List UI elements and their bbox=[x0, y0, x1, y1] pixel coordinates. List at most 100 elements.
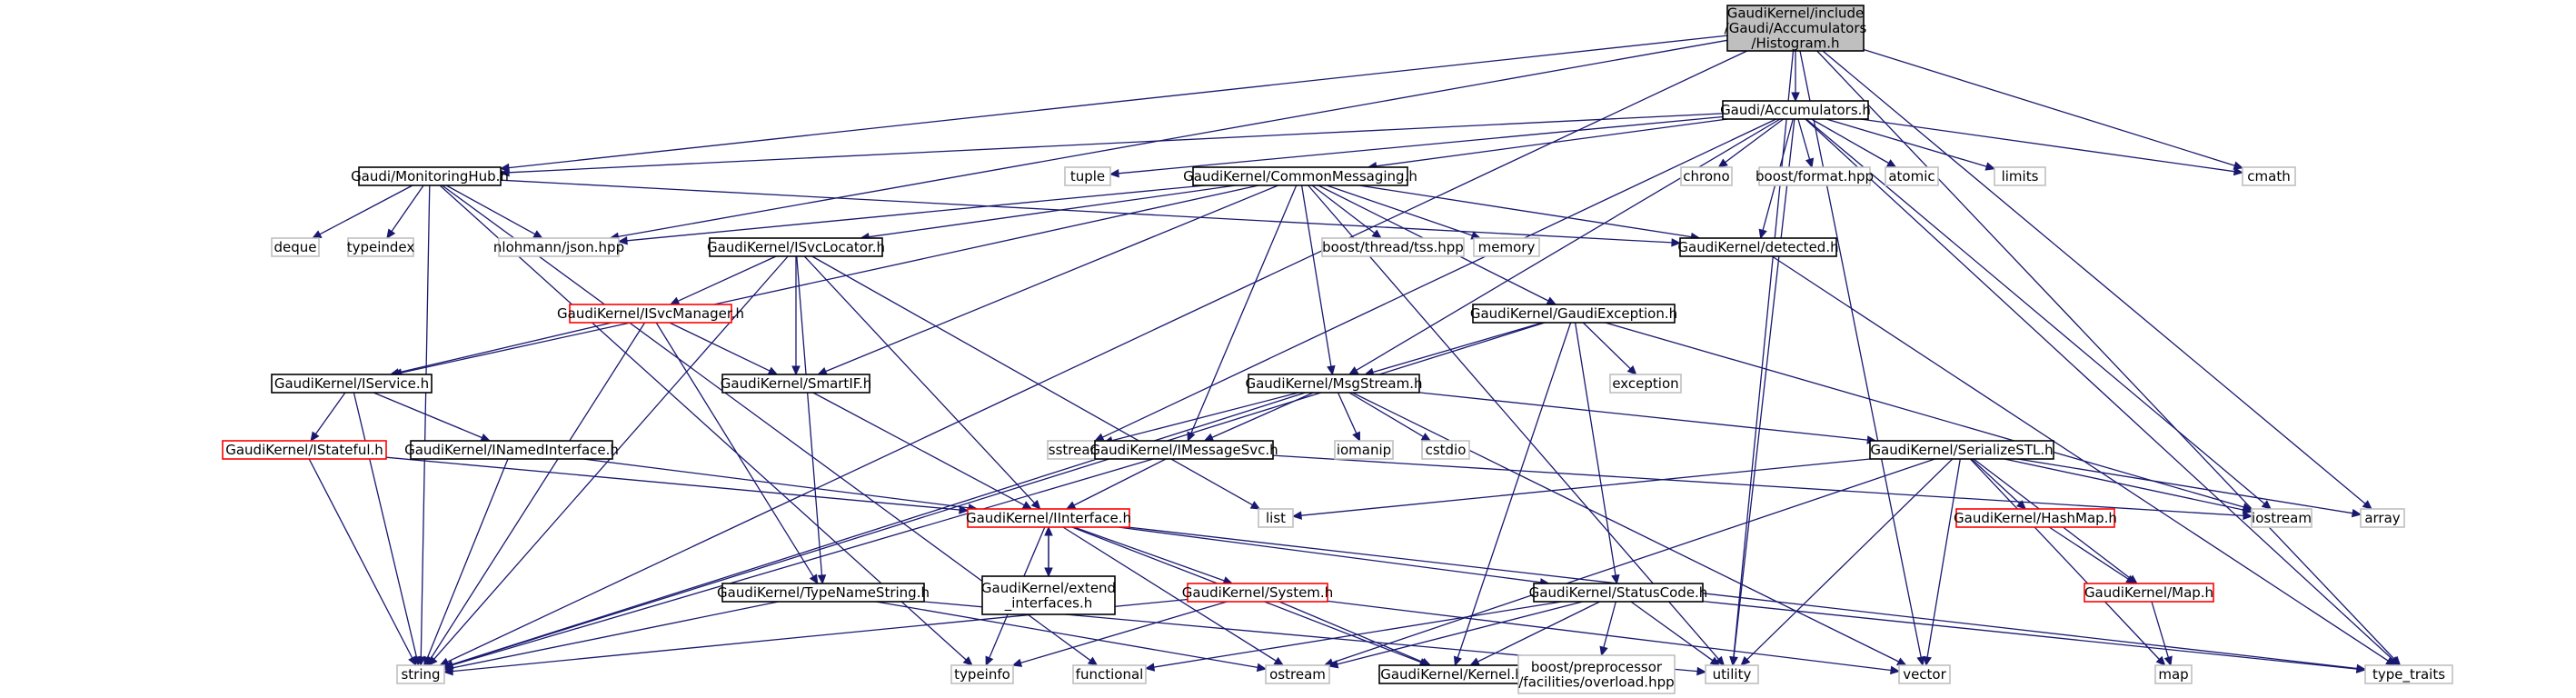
edge-system-to-vector bbox=[1327, 600, 1901, 675]
node-mapnode[interactable]: GaudiKernel/Map.h bbox=[2084, 583, 2214, 603]
node-label: boost/preprocessor bbox=[1531, 659, 1663, 675]
edge-line bbox=[1337, 601, 1583, 665]
node-label: functional bbox=[1076, 666, 1144, 683]
node-isvcmanager[interactable]: GaudiKernel/ISvcManager.h bbox=[557, 304, 744, 324]
node-imessagesvc[interactable]: GaudiKernel/IMessageSvc.h bbox=[1089, 440, 1278, 460]
edge-line bbox=[1574, 322, 1616, 576]
edge-line bbox=[1733, 118, 1795, 658]
node-typeindex: typeindex bbox=[347, 237, 415, 257]
edge-root-to-vector bbox=[1799, 50, 1925, 667]
node-label: tuple bbox=[1070, 168, 1105, 184]
edge-gaudiexception-to-statuscode bbox=[1574, 322, 1620, 585]
node-box bbox=[721, 374, 870, 394]
edge-arrowhead bbox=[1453, 655, 1462, 667]
edge-line bbox=[2017, 458, 2353, 514]
edge-iinterface-to-statuscode bbox=[1118, 526, 1550, 587]
edge-line bbox=[875, 601, 1258, 669]
edge-imessagesvc-to-iostream bbox=[1272, 454, 2253, 521]
edge-commonmessaging-to-json bbox=[617, 184, 1206, 245]
node-label: memory bbox=[1478, 239, 1536, 255]
edge-arrowhead bbox=[1044, 525, 1053, 536]
node-inamedinterface[interactable]: GaudiKernel/INamedInterface.h bbox=[404, 440, 619, 460]
node-label: sstream bbox=[1049, 442, 1103, 458]
node-gaudiexception[interactable]: GaudiKernel/GaudiException.h bbox=[1470, 304, 1677, 324]
edge-isvclocator-to-iinterface bbox=[803, 255, 1041, 510]
edge-typenamestring-to-string bbox=[443, 601, 779, 673]
node-iinterface[interactable]: GaudiKernel/IInterface.h bbox=[966, 508, 1131, 528]
node-label: typeindex bbox=[347, 239, 415, 255]
edge-arrowhead bbox=[1671, 238, 1682, 247]
edge-line bbox=[1372, 322, 1543, 374]
edge-line bbox=[420, 184, 431, 658]
node-box bbox=[396, 664, 445, 684]
node-label: GaudiKernel/Map.h bbox=[2084, 584, 2213, 601]
edge-line bbox=[1926, 458, 1961, 658]
node-label: nlohmann/json.hpp bbox=[493, 239, 624, 255]
node-box bbox=[1334, 440, 1394, 460]
node-statuscode[interactable]: GaudiKernel/StatusCode.h bbox=[1529, 583, 1708, 603]
edge-line bbox=[398, 322, 612, 374]
edge-arrowhead bbox=[1599, 645, 1608, 657]
edge-serializestl-to-array bbox=[2017, 458, 2362, 518]
edge-line bbox=[1326, 184, 1473, 236]
edge-line bbox=[1211, 392, 1314, 438]
node-overload: boost/preprocessor/facilities/overload.h… bbox=[1517, 654, 1676, 694]
node-system[interactable]: GaudiKernel/System.h bbox=[1182, 583, 1333, 603]
edge-line bbox=[803, 255, 1035, 504]
node-label: array bbox=[2364, 510, 2400, 526]
node-boostformat: boost/format.hpp bbox=[1755, 166, 1874, 186]
node-kernel[interactable]: GaudiKernel/Kernel.h bbox=[1378, 664, 1526, 684]
node-box bbox=[1094, 440, 1274, 460]
node-serializestl[interactable]: GaudiKernel/SerializeSTL.h bbox=[1869, 440, 2054, 460]
edge-line bbox=[1308, 184, 1719, 660]
edge-monitoringhub-to-json bbox=[445, 184, 543, 239]
node-extendinterfaces[interactable]: GaudiKernel/extend_interfaces.h bbox=[981, 575, 1116, 615]
node-detected[interactable]: GaudiKernel/detected.h bbox=[1677, 237, 1839, 257]
edge-isvcmanager-to-typenamestring bbox=[655, 322, 819, 585]
node-msgstream[interactable]: GaudiKernel/MsgStream.h bbox=[1245, 374, 1423, 394]
node-box bbox=[721, 583, 925, 603]
node-isvclocator[interactable]: GaudiKernel/ISvcLocator.h bbox=[707, 237, 885, 257]
node-hashmap[interactable]: GaudiKernel/HashMap.h bbox=[1954, 508, 2117, 528]
edge-inamedinterface-to-string bbox=[423, 458, 509, 667]
edge-msgstream-to-sstream bbox=[1102, 392, 1299, 445]
edge-line bbox=[500, 179, 1673, 244]
node-box bbox=[1680, 166, 1733, 186]
node-monitoringhub[interactable]: Gaudi/MonitoringHub.h bbox=[351, 166, 509, 186]
edge-isvclocator-to-isvcmanager bbox=[669, 255, 777, 305]
node-istateful[interactable]: GaudiKernel/IStateful.h bbox=[222, 440, 387, 460]
node-smartif[interactable]: GaudiKernel/SmartIF.h bbox=[721, 374, 871, 394]
edge-line bbox=[1300, 458, 1871, 516]
node-box bbox=[271, 374, 433, 394]
node-iservice[interactable]: GaudiKernel/IService.h bbox=[271, 374, 433, 394]
edge-line bbox=[2004, 458, 2244, 511]
edge-accumulators-to-iostream bbox=[1805, 118, 2273, 510]
edge-line bbox=[1863, 48, 2235, 166]
node-label: GaudiKernel/detected.h bbox=[1677, 239, 1838, 255]
node-commonmessaging[interactable]: GaudiKernel/CommonMessaging.h bbox=[1183, 166, 1417, 186]
edge-line bbox=[1825, 118, 1987, 167]
node-accumulators[interactable]: Gaudi/Accumulators.h bbox=[1720, 100, 1871, 120]
edge-extendinterfaces-to-iinterface bbox=[1044, 525, 1053, 576]
edge-arrowhead bbox=[386, 228, 396, 240]
node-box bbox=[950, 664, 1014, 684]
edge-line bbox=[452, 392, 1306, 665]
node-root[interactable]: GaudiKernel/include/Gaudi/Accumulators/H… bbox=[1725, 5, 1867, 52]
edge-arrowhead bbox=[817, 574, 827, 585]
node-typenamestring[interactable]: GaudiKernel/TypeNameString.h bbox=[717, 583, 930, 603]
edge-line bbox=[1811, 118, 1889, 165]
edge-line bbox=[308, 458, 413, 659]
node-label: GaudiKernel/ISvcManager.h bbox=[557, 305, 744, 322]
edge-msgstream-to-serializestl bbox=[1418, 392, 1877, 444]
node-label: Gaudi/Accumulators.h bbox=[1720, 102, 1871, 118]
edge-line bbox=[1153, 601, 1562, 668]
edge-line bbox=[669, 322, 771, 372]
edge-line bbox=[811, 255, 1253, 506]
edge-arrowhead bbox=[791, 365, 801, 376]
edge-accumulators-to-monitoringhub bbox=[499, 113, 1724, 177]
node-label: GaudiKernel/INamedInterface.h bbox=[404, 442, 619, 458]
edge-monitoringhub-to-deque bbox=[311, 184, 413, 239]
node-box bbox=[1517, 654, 1676, 694]
edge-line bbox=[655, 322, 814, 577]
edge-line bbox=[1352, 392, 1899, 663]
